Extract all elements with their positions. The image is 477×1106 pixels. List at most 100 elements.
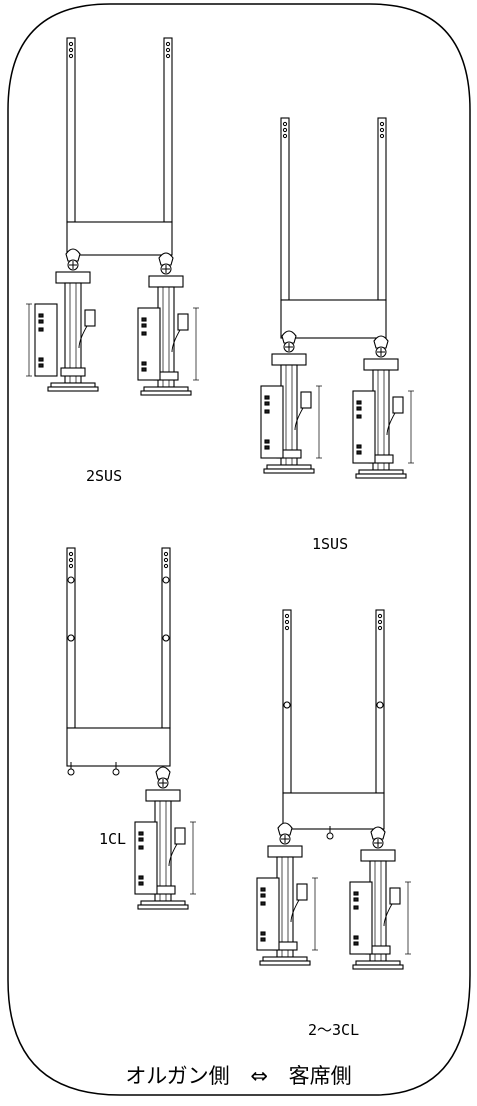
box-screw (141, 317, 147, 322)
box-screw (353, 941, 359, 946)
column-cap (271, 353, 307, 366)
organ-side-label: オルガン側 (125, 1064, 230, 1088)
pipe-bolt-hole (379, 121, 385, 127)
box-screw (38, 313, 44, 318)
yoke-crossbar (282, 792, 385, 830)
pipe-ring-hole (162, 576, 170, 584)
label-1sus: 1SUS (312, 535, 349, 553)
box-screw (141, 323, 147, 328)
box-screw (353, 891, 359, 896)
pipe-ring-hole (162, 634, 170, 642)
box-screw (260, 937, 266, 942)
column-cap (363, 358, 399, 371)
box-screw (260, 931, 266, 936)
base-plate (47, 386, 99, 392)
yoke-crossbar (66, 221, 173, 256)
motor-cable (294, 407, 304, 431)
box-screw (138, 845, 144, 850)
hook-clamp (373, 335, 389, 349)
pipe-bolt-hole (68, 563, 74, 569)
pipe-bolt-hole (163, 557, 169, 563)
hook-clamp (158, 252, 174, 266)
column-cap (267, 845, 303, 858)
direction-footer: オルガン側 ⇔ 客席側 (0, 1060, 477, 1090)
pipe-bolt-hole (282, 133, 288, 139)
box-screw (38, 319, 44, 324)
base-plate (137, 904, 189, 910)
hook-clamp (281, 330, 297, 344)
base-plate-top (50, 382, 96, 388)
pipe-bolt-hole (165, 41, 171, 47)
pipe-bolt-hole (377, 625, 383, 631)
column-cap (148, 275, 184, 288)
hook-clamp (370, 826, 386, 840)
control-box (260, 385, 284, 459)
bidirectional-arrow-icon: ⇔ (250, 1064, 268, 1088)
base-plate (140, 390, 192, 396)
box-screw (353, 905, 359, 910)
box-screw (141, 331, 147, 336)
box-screw (264, 445, 270, 450)
box-screw (356, 400, 362, 405)
base-plate-top (262, 956, 308, 962)
box-screw (260, 901, 266, 906)
box-screw (38, 357, 44, 362)
motor-box (84, 309, 96, 327)
base-plate-top (143, 386, 189, 392)
yoke-crossbar (280, 299, 387, 339)
hook-clamp (277, 822, 293, 836)
pipe-bolt-hole (163, 551, 169, 557)
base-plate-top (140, 900, 186, 906)
motor-box (296, 883, 308, 901)
pipe-bolt-hole (379, 133, 385, 139)
pipe-bolt-hole (284, 625, 290, 631)
motor-cable (168, 843, 178, 867)
label-1cl: 1CL (99, 830, 127, 848)
box-screw (353, 897, 359, 902)
pipe-bolt-hole (68, 551, 74, 557)
yoke-crossbar (66, 727, 171, 767)
motor-cable (78, 325, 88, 349)
pipe-ring-hole (67, 576, 75, 584)
box-screw (264, 439, 270, 444)
motor-box (300, 391, 312, 409)
base-plate-top (266, 464, 312, 470)
control-box (352, 390, 376, 464)
column-cap (145, 789, 181, 802)
box-screw (356, 450, 362, 455)
box-screw (353, 935, 359, 940)
audience-side-label: 客席側 (288, 1064, 352, 1088)
motor-box (174, 827, 186, 845)
box-screw (260, 887, 266, 892)
base-plate-top (358, 469, 404, 475)
box-screw (141, 367, 147, 372)
batten-pipe (280, 117, 290, 301)
box-screw (38, 327, 44, 332)
pipe-bolt-hole (284, 613, 290, 619)
pipe-bolt-hole (68, 47, 74, 53)
pipe-bolt-hole (68, 53, 74, 59)
box-screw (264, 395, 270, 400)
motor-cable (171, 329, 181, 353)
base-plate (263, 468, 315, 474)
box-screw (138, 831, 144, 836)
box-screw (356, 414, 362, 419)
motor-box (392, 396, 404, 414)
pipe-bolt-hole (163, 563, 169, 569)
column-collar (60, 367, 86, 377)
control-box (34, 303, 58, 377)
pipe-ring-hole (67, 634, 75, 642)
pipe-bolt-hole (379, 127, 385, 133)
control-box (349, 881, 373, 955)
motor-box (177, 313, 189, 331)
base-plate (352, 964, 404, 970)
pipe-bolt-hole (284, 619, 290, 625)
batten-pipe (66, 37, 76, 223)
outer-frame (7, 3, 471, 1096)
box-screw (138, 837, 144, 842)
motor-cable (386, 412, 396, 436)
hanger-bolt-icon (112, 768, 120, 776)
box-screw (356, 444, 362, 449)
